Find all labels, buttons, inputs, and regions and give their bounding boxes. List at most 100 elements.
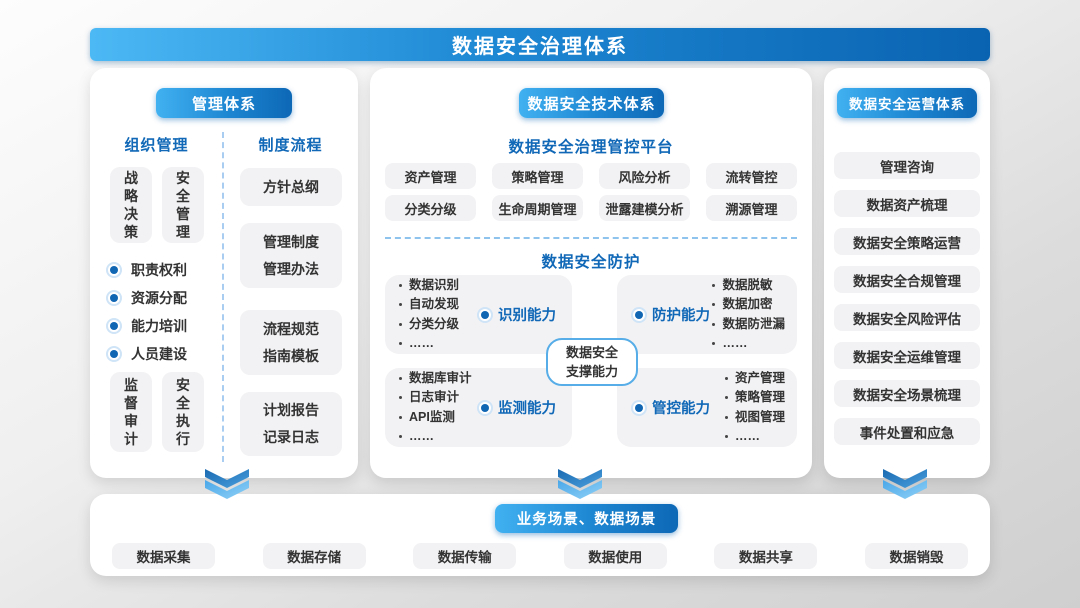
capability-name: 防护能力 <box>652 308 710 324</box>
process-box-policy: 方针总纲 <box>240 168 342 206</box>
platform-cell: 资产管理 <box>385 163 476 189</box>
bullet-dot-icon <box>399 435 402 439</box>
org-bullet-list: 职责权利 资源分配 能力培训 人员建设 <box>106 256 187 368</box>
scenario-list: 数据采集 数据存储 数据传输 数据使用 数据共享 数据销毁 <box>112 543 968 569</box>
capability-item-label: 自动发现 <box>409 297 460 312</box>
capability-name: 识别能力 <box>498 308 556 324</box>
capability-item-label: 数据识别 <box>409 277 460 292</box>
technology-panel: 数据安全技术体系 数据安全治理管控平台 资产管理 策略管理 风险分析 流转管控 … <box>370 68 812 478</box>
management-header-label: 管理体系 <box>191 95 256 113</box>
scenario-item: 数据传输 <box>413 543 517 569</box>
list-item: …… <box>712 334 785 353</box>
bullet-dot-icon <box>399 396 402 400</box>
down-chevron-icon <box>558 469 602 499</box>
list-item: 资源分配 <box>106 284 187 312</box>
main-title-banner: 数据安全治理体系 <box>90 28 990 61</box>
management-header-pill: 管理体系 <box>156 88 292 118</box>
bullet-dot-icon <box>724 435 728 439</box>
capability-name: 管控能力 <box>652 401 710 417</box>
operations-header-pill: 数据安全运营体系 <box>837 88 977 118</box>
bullet-dot-icon <box>712 303 716 307</box>
list-item: 分类分级 <box>399 315 459 334</box>
list-item: 能力培训 <box>106 312 187 340</box>
bullet-dot-icon <box>399 415 402 419</box>
capability-item-list: 数据脱敏 数据加密 数据防泄漏 …… <box>712 276 785 354</box>
platform-cell: 泄露建模分析 <box>599 195 690 221</box>
capability-item-label: …… <box>409 428 434 443</box>
org-box-enforcement-label: 安全执行 <box>176 376 190 448</box>
scenario-item: 数据采集 <box>112 543 215 569</box>
operations-header-label: 数据安全运营体系 <box>849 97 965 112</box>
operations-item: 数据安全运维管理 <box>834 342 980 369</box>
capability-item-label: …… <box>734 428 760 443</box>
platform-cell: 分类分级 <box>385 195 476 221</box>
list-item: 职责权利 <box>106 256 187 284</box>
list-item: 策略管理 <box>724 388 785 407</box>
bullet-dot-icon <box>724 376 728 380</box>
list-item: 资产管理 <box>724 369 785 388</box>
dashed-vertical-divider <box>222 132 224 462</box>
bullet-dot-icon <box>712 342 716 346</box>
org-box-strategy: 战略决策 <box>110 167 152 243</box>
operations-item: 事件处置和应急 <box>834 418 980 445</box>
process-box-label: 方针总纲 <box>263 178 319 195</box>
process-box-regulations: 管理制度 管理办法 <box>240 223 342 288</box>
ring-dot-icon <box>110 350 118 358</box>
list-item: 人员建设 <box>106 340 187 368</box>
capability-item-list: 资产管理 策略管理 视图管理 …… <box>724 369 785 447</box>
scenario-item: 数据使用 <box>563 543 667 569</box>
org-box-supervision: 监督审计 <box>110 372 152 452</box>
org-management-heading: 组织管理 <box>124 137 189 154</box>
ring-dot-icon <box>110 322 118 330</box>
bullet-dot-icon <box>724 396 728 400</box>
capability-item-label: 数据防泄漏 <box>722 316 785 331</box>
support-capability-capsule: 数据安全 支撑能力 <box>546 338 638 386</box>
bullet-dot-icon <box>724 415 728 419</box>
platform-cell: 风险分析 <box>599 163 690 189</box>
capability-item-label: API监测 <box>409 409 455 424</box>
platform-grid: 资产管理 策略管理 风险分析 流转管控 分类分级 生命周期管理 泄露建模分析 溯… <box>385 163 797 221</box>
ring-dot-icon <box>481 310 489 319</box>
operations-item: 数据安全策略运营 <box>834 228 980 255</box>
operations-item: 数据资产梳理 <box>834 190 980 217</box>
support-capability-label: 数据安全 支撑能力 <box>565 344 618 380</box>
main-title: 数据安全治理体系 <box>452 36 628 58</box>
org-box-strategy-label: 战略决策 <box>124 169 138 241</box>
capability-item-label: 数据库审计 <box>409 370 472 385</box>
org-bullet-label: 人员建设 <box>131 346 187 362</box>
bullet-dot-icon <box>399 376 402 380</box>
scenario-header-pill: 业务场景、数据场景 <box>495 504 678 533</box>
platform-cell: 流转管控 <box>706 163 797 189</box>
operations-list: 管理咨询 数据资产梳理 数据安全策略运营 数据安全合规管理 数据安全风险评估 数… <box>834 152 980 445</box>
identify-capability-box: 数据识别 自动发现 分类分级 …… 识别能力 <box>385 275 572 354</box>
ring-dot-icon <box>110 266 118 274</box>
ring-dot-icon <box>635 310 643 319</box>
operations-item: 数据安全风险评估 <box>834 304 980 331</box>
capability-item-label: 分类分级 <box>409 316 460 331</box>
platform-cell: 溯源管理 <box>706 195 797 221</box>
process-box-label: 计划报告 记录日志 <box>263 402 319 445</box>
bullet-dot-icon <box>712 322 716 326</box>
capability-item-label: …… <box>409 335 434 350</box>
capability-item-label: …… <box>722 335 748 350</box>
capability-item-list: 数据识别 自动发现 分类分级 …… <box>399 276 459 354</box>
scenario-item: 数据共享 <box>714 543 818 569</box>
list-item: 数据识别 <box>399 276 459 295</box>
list-item: API监测 <box>399 408 472 427</box>
capability-badge: 管控能力 <box>631 397 710 418</box>
capability-badge: 防护能力 <box>631 304 710 325</box>
dashed-horizontal-divider <box>385 237 797 239</box>
ring-dot-icon <box>110 294 118 302</box>
capability-item-label: 策略管理 <box>734 390 785 405</box>
org-box-enforcement: 安全执行 <box>162 372 204 452</box>
org-bullet-label: 资源分配 <box>131 290 187 306</box>
down-chevron-icon <box>883 469 927 499</box>
process-heading: 制度流程 <box>258 137 323 154</box>
list-item: 数据防泄漏 <box>712 315 785 334</box>
operations-item: 数据安全合规管理 <box>834 266 980 293</box>
operations-panel: 数据安全运营体系 管理咨询 数据资产梳理 数据安全策略运营 数据安全合规管理 数… <box>824 68 990 478</box>
ring-dot-icon <box>481 403 489 412</box>
list-item: 自动发现 <box>399 295 459 314</box>
bullet-dot-icon <box>399 283 402 287</box>
technology-header-label: 数据安全技术体系 <box>527 95 656 113</box>
